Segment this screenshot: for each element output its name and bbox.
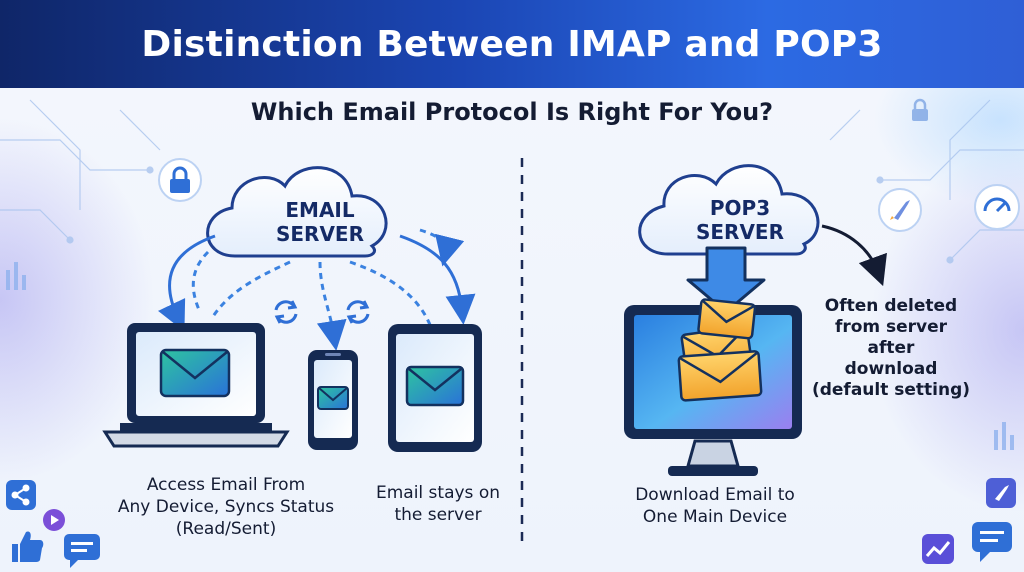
phone-device [308,350,358,450]
tablet-device [388,324,482,452]
envelope-icon [317,386,349,410]
rocket-icon [986,478,1016,508]
rocket-icon [878,188,922,232]
circuit-decoration [0,99,1024,264]
thumbs-up-icon [12,531,44,562]
envelope-icon [405,365,465,407]
curved-arrow [821,224,887,287]
play-icon [43,509,65,531]
pop3-server-label: POP3 SERVER [695,196,784,244]
laptop-device [102,323,290,448]
sync-arrows [158,228,476,351]
bar-decoration [6,262,1014,450]
chat-icon [64,534,100,568]
share-icon [6,480,36,510]
envelope-stack-icon [677,298,763,402]
page-title: Distinction Between IMAP and POP3 [141,23,883,65]
imap-devices-caption: Access Email From Any Device, Syncs Stat… [117,475,335,539]
download-arrow-icon [686,246,766,314]
pop3-note-caption: Often deleted from server after download… [811,296,971,400]
email-server-label: EMAIL SERVER [275,198,364,246]
chat-icon [972,522,1012,562]
pop3-server-cloud [638,164,820,256]
lock-icon [912,98,928,121]
gauge-icon [974,184,1020,230]
imap-server-caption: Email stays on the server [375,483,500,525]
pop3-download-caption: Download Email to One Main Device [635,485,795,527]
lock-icon [158,158,202,202]
email-server-cloud [206,166,388,258]
refresh-icon [346,300,370,324]
trend-chart-icon [922,534,954,564]
refresh-icon [274,300,298,324]
header-banner: Distinction Between IMAP and POP3 [0,0,1024,88]
page-subtitle: Which Email Protocol Is Right For You? [250,98,774,126]
envelope-icon [159,348,231,398]
